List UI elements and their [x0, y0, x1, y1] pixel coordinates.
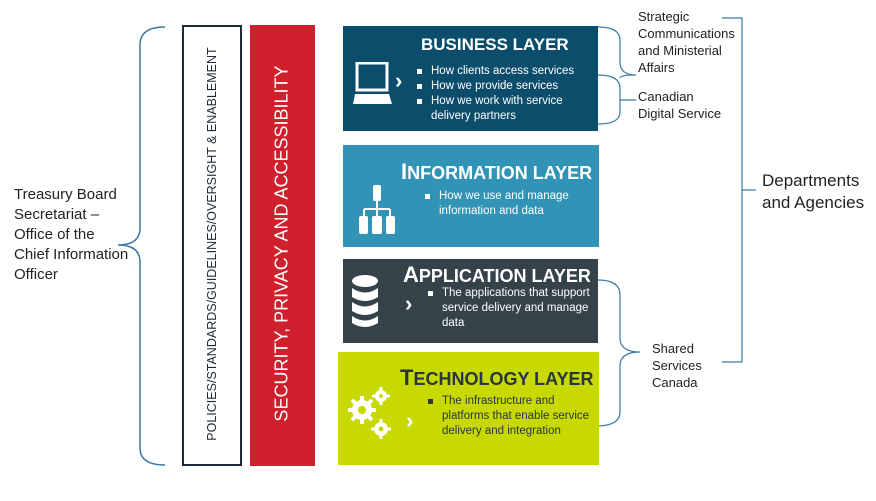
- departments-brace: [722, 17, 756, 363]
- policy-column-label: POLICIES/STANDARDS/GUIDELINES/OVERSIGHT …: [205, 47, 219, 441]
- business-layer-title: BUSINESS LAYER: [421, 35, 569, 54]
- tbs-ocio-label: Treasury Board Secretariat – Office of t…: [14, 186, 129, 283]
- application-layer-title: APPLICATION LAYER: [403, 262, 591, 287]
- hierarchy-icon: [359, 185, 395, 234]
- shared-services-canada-label: Shared Services Canada: [652, 341, 702, 390]
- security-column-label: SECURITY, PRIVACY AND ACCESSIBILITY: [271, 65, 292, 422]
- bullet: How we provide services: [415, 79, 595, 94]
- canadian-digital-service-label: Canadian Digital Service: [638, 89, 722, 121]
- business-brace-top: [597, 26, 637, 79]
- bullet: The infrastructure and platforms that en…: [426, 394, 596, 439]
- application-layer: APPLICATION LAYER › The applications tha…: [343, 259, 598, 343]
- information-layer: INFORMATION LAYER How we use and manage …: [343, 145, 599, 247]
- security-column: SECURITY, PRIVACY AND ACCESSIBILITY: [250, 25, 315, 466]
- bullet: How clients access services: [415, 64, 595, 79]
- chevron-right-icon: ›: [406, 408, 414, 433]
- business-brace-bottom: [597, 74, 636, 125]
- business-layer: BUSINESS LAYER › How clients access serv…: [343, 26, 598, 131]
- policy-column: POLICIES/STANDARDS/GUIDELINES/OVERSIGHT …: [182, 25, 242, 466]
- departments-agencies-label: Departments and Agencies: [762, 171, 865, 212]
- computer-icon: [353, 62, 392, 104]
- gears-icon: [348, 387, 391, 439]
- bullet: How we work with service delivery partne…: [415, 94, 595, 124]
- left-brace: [117, 26, 166, 466]
- ssc-brace: [595, 279, 641, 427]
- technology-layer-title: TECHNOLOGY LAYER: [400, 365, 594, 390]
- technology-layer: TECHNOLOGY LAYER › The infrastructure an…: [338, 352, 599, 465]
- strategic-communications-label: Strategic Communications and Ministerial…: [638, 9, 735, 75]
- chevron-right-icon: ›: [405, 291, 413, 316]
- bullet: How we use and manage information and da…: [423, 189, 593, 219]
- information-layer-title: INFORMATION LAYER: [401, 159, 593, 184]
- bullet: The applications that support service de…: [426, 286, 596, 331]
- database-icon: [352, 275, 378, 327]
- chevron-right-icon: ›: [395, 68, 403, 93]
